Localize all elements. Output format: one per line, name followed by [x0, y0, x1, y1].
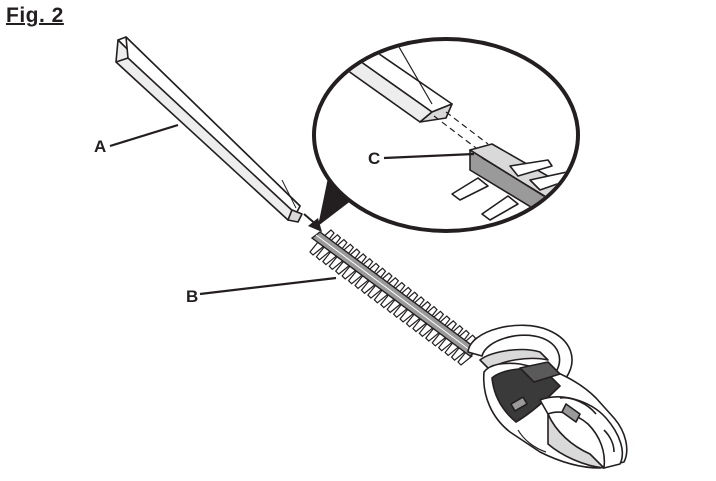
- callout-b: B: [186, 287, 198, 306]
- callout-c: C: [368, 149, 380, 168]
- leader-a: [109, 123, 179, 148]
- blade-scabbard: [115, 36, 303, 223]
- leader-b: [199, 276, 337, 296]
- direction-arrow: [303, 213, 322, 232]
- trimmer-body: [467, 324, 628, 469]
- detail-magnifier: [312, 37, 580, 233]
- blade-bar: [309, 229, 483, 366]
- leader-c: [383, 152, 475, 160]
- figure-title: Fig. 2: [6, 4, 64, 27]
- callout-a: A: [94, 137, 106, 156]
- callout-leaders: [109, 123, 475, 296]
